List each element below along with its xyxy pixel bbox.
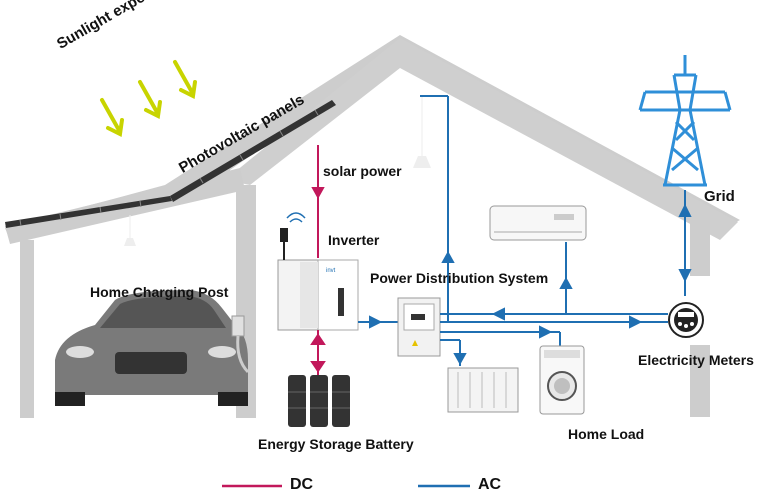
ac-distribution-lines (420, 95, 692, 366)
ac-inverter-line (358, 315, 398, 329)
solar-panel-row-left (5, 196, 172, 228)
inverter-label: Inverter (328, 232, 380, 248)
ceiling-lamp-icon (124, 95, 431, 246)
house-roof-main (225, 38, 738, 240)
carport-post-left (20, 240, 34, 418)
car-icon (55, 290, 248, 406)
legend-dc-label: DC (290, 476, 314, 493)
inverter: invt (277, 259, 359, 331)
grid-label: Grid (704, 188, 735, 205)
energy-storage-battery-label: Energy Storage Battery (258, 436, 414, 452)
solar-panel-row-right (170, 100, 336, 202)
solar-power-label: solar power (323, 163, 402, 179)
house-wall-right-lower (690, 345, 710, 417)
power-distribution-label: Power Distribution System (370, 270, 549, 286)
solar-panels (5, 100, 336, 228)
battery-icon (288, 375, 350, 427)
dc-solar-line (311, 145, 325, 258)
radiator-icon (447, 367, 519, 413)
air-conditioner-icon (489, 205, 587, 241)
electricity-meters-label: Electricity Meters (638, 352, 754, 368)
inverter-brand: invt (326, 268, 336, 274)
sunlight-arrow-icon (100, 60, 197, 138)
dc-battery-line (310, 330, 326, 375)
legend-ac-label: AC (478, 476, 502, 493)
washing-machine-icon (539, 345, 585, 415)
home-charging-post-label: Home Charging Post (90, 284, 229, 300)
distribution-box (397, 297, 441, 357)
wifi-icon (280, 212, 306, 260)
home-load-label: Home Load (568, 426, 645, 442)
house-wall-right (690, 220, 710, 276)
electricity-meter-icon (668, 302, 704, 338)
charging-post (231, 315, 250, 374)
transmission-tower-icon (638, 55, 732, 187)
